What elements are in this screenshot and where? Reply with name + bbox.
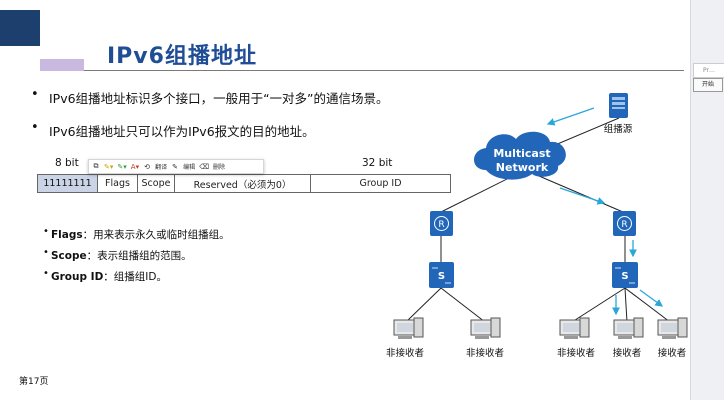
router-left-glyph: R bbox=[438, 220, 444, 230]
sub-bullet-term: Group ID bbox=[51, 271, 104, 283]
delete-button[interactable]: 删除 bbox=[213, 164, 226, 171]
network-label-line2: Network bbox=[496, 161, 549, 174]
bullet-dot: • bbox=[43, 226, 49, 237]
side-panel[interactable]: Pr… 开始 bbox=[690, 0, 724, 400]
sub-bullet-desc: ：组播组ID。 bbox=[103, 271, 167, 283]
multicast-network-cloud-icon bbox=[474, 131, 566, 180]
switch-left-icon: S bbox=[429, 262, 454, 288]
field-prefix[interactable]: 11111111 bbox=[38, 175, 98, 192]
bullet-2-text: IPv6组播地址只可以作为IPv6报文的目的地址。 bbox=[49, 124, 315, 139]
sub-bullet-term: Flags bbox=[51, 229, 83, 241]
slide-thumbnail[interactable]: Pr… bbox=[693, 63, 724, 78]
link-switch-host-2 bbox=[440, 287, 486, 323]
edit-icon[interactable]: ✎ bbox=[172, 162, 179, 171]
bullet-dot: • bbox=[31, 120, 39, 135]
router-left-icon: R bbox=[430, 211, 453, 236]
bullet-dot: • bbox=[43, 247, 49, 258]
bit-label-32: 32 bit bbox=[362, 157, 393, 169]
field-reserved: Reserved（必须为0） bbox=[175, 175, 311, 192]
flow-arrow bbox=[546, 107, 595, 126]
field-group-id: Group ID bbox=[359, 178, 402, 189]
decor-purple-bar bbox=[40, 59, 84, 71]
host-1-label: 非接收者 bbox=[386, 347, 424, 359]
decor-blue-square bbox=[0, 10, 40, 46]
link-switch-host-5 bbox=[624, 287, 671, 323]
translate-icon[interactable]: ⟲ bbox=[144, 162, 151, 171]
bit-label-8: 8 bit bbox=[55, 157, 79, 169]
diagram-links bbox=[405, 117, 671, 323]
address-format-table: 11111111 Flags Scope Reserved（必须为0） Grou… bbox=[37, 174, 451, 193]
field-scope: Scope bbox=[138, 175, 175, 192]
bullet-dot: • bbox=[43, 268, 49, 279]
link-source-network bbox=[547, 117, 620, 149]
copy-icon[interactable]: ⧉ bbox=[93, 162, 99, 170]
bullet-1-text: IPv6组播地址标识多个接口，一般用于“一对多”的通信场景。 bbox=[49, 91, 389, 106]
sub-bullet-scope: • Scope：表示组播组的范围。 bbox=[43, 247, 192, 263]
translate-button[interactable]: 翻译 bbox=[155, 164, 168, 171]
switch-right-icon: S bbox=[612, 262, 638, 288]
title-underline bbox=[84, 70, 684, 71]
sub-bullet-desc: ：用来表示永久或临时组播组。 bbox=[82, 229, 230, 241]
link-switch-host-1 bbox=[405, 287, 442, 323]
router-right-glyph: R bbox=[621, 220, 627, 230]
field-flags: Flags bbox=[98, 175, 138, 192]
host-4-label: 接收者 bbox=[613, 347, 642, 359]
source-label: 组播源 bbox=[604, 123, 633, 135]
sub-bullet-group-id: • Group ID：组播组ID。 bbox=[43, 268, 167, 284]
multicast-source-server-icon bbox=[609, 93, 628, 118]
host-5-label: 接收者 bbox=[658, 347, 687, 359]
host-2-label: 非接收者 bbox=[466, 347, 504, 359]
link-network-router-right bbox=[524, 169, 624, 213]
flow-arrow bbox=[559, 187, 606, 205]
host-5-computer-icon bbox=[657, 317, 688, 339]
link-switch-host-4 bbox=[624, 287, 628, 323]
host-2-computer-icon bbox=[470, 317, 501, 339]
flow-arrow bbox=[639, 289, 664, 307]
switch-left-glyph: S bbox=[438, 271, 445, 282]
host-3-computer-icon bbox=[559, 317, 590, 339]
network-label-line1: Multicast bbox=[493, 147, 550, 160]
start-button[interactable]: 开始 bbox=[693, 78, 723, 92]
host-4-computer-icon bbox=[613, 317, 644, 339]
switch-right-glyph: S bbox=[621, 271, 628, 282]
text-format-toolbar: ⧉ ✎▾ ✎▾ A▾ ⟲ 翻译 ✎ 编辑 ⌫ 删除 bbox=[88, 159, 264, 174]
bullet-dot: • bbox=[31, 87, 39, 102]
delete-icon[interactable]: ⌫ bbox=[199, 162, 210, 171]
marker-icon[interactable]: ✎▾ bbox=[117, 162, 127, 171]
sub-bullet-flags: • Flags：用来表示永久或临时组播组。 bbox=[43, 226, 230, 242]
router-right-icon: R bbox=[613, 211, 636, 236]
host-1-computer-icon bbox=[393, 317, 424, 339]
slide-title: IPv6组播地址 bbox=[107, 44, 257, 69]
edit-button[interactable]: 编辑 bbox=[183, 164, 196, 171]
sub-bullet-term: Scope bbox=[51, 250, 87, 262]
sub-bullet-desc: ：表示组播组的范围。 bbox=[86, 250, 192, 262]
multicast-diagram: 组播源 Multicast Network R R S S bbox=[386, 93, 688, 359]
multicast-flow-arrows bbox=[546, 107, 664, 316]
page-number: 第17页 bbox=[19, 377, 49, 387]
slide-canvas: IPv6组播地址 • IPv6组播地址标识多个接口，一般用于“一对多”的通信场景… bbox=[0, 0, 690, 400]
host-3-label: 非接收者 bbox=[557, 347, 595, 359]
font-color-icon[interactable]: A▾ bbox=[130, 162, 140, 171]
link-switch-host-3 bbox=[571, 287, 626, 323]
highlight-icon[interactable]: ✎▾ bbox=[104, 162, 114, 171]
